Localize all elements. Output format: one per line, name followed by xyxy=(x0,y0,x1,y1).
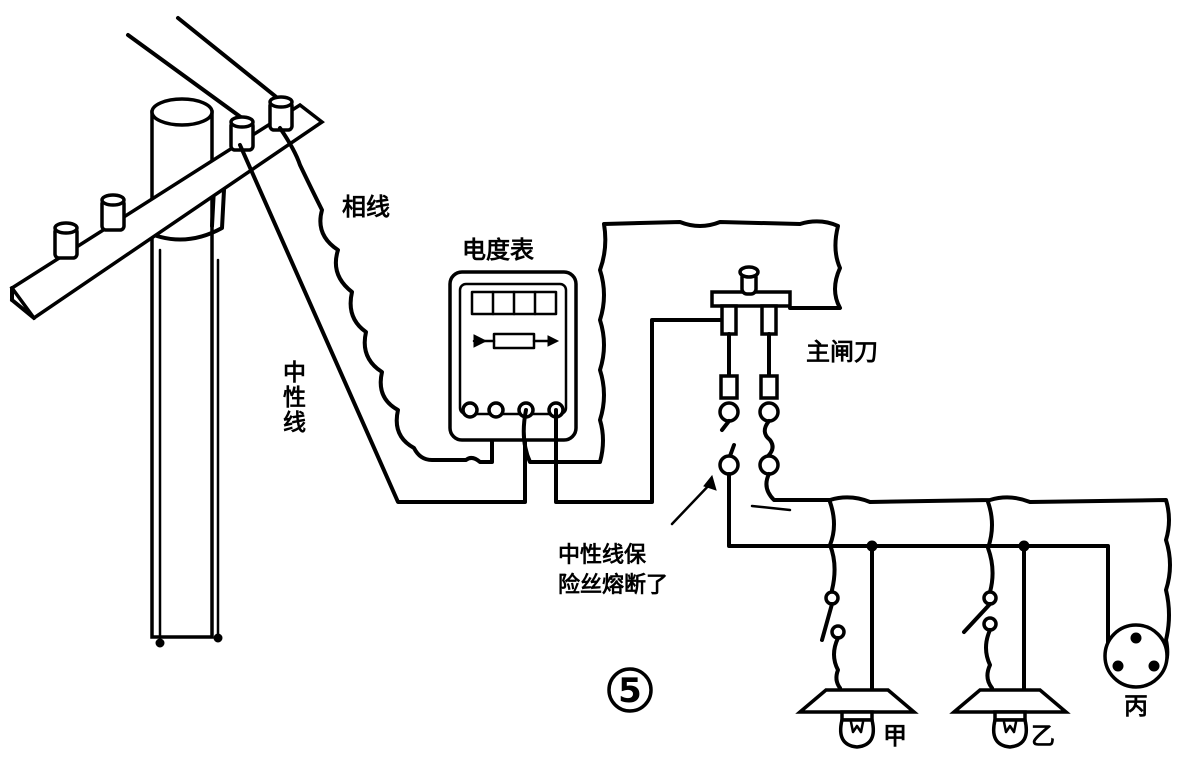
phase-wire xyxy=(278,126,494,464)
lamp-a-wire xyxy=(832,636,842,690)
phase-drop-lamp-a xyxy=(828,500,837,592)
meter-neutral-out xyxy=(554,318,722,504)
load-neutral-bus xyxy=(727,472,1110,647)
overhead-wire-1 xyxy=(126,33,244,120)
main-knife-switch xyxy=(710,265,792,423)
lamp-b-label: 乙 xyxy=(1031,722,1055,750)
figure-number-badge: 5 xyxy=(607,667,653,713)
insulator-1 xyxy=(53,221,79,260)
fuse-pointer xyxy=(670,480,714,526)
neutral-fuse-lower-terminal xyxy=(718,454,740,476)
socket-c-label: 丙 xyxy=(1124,692,1148,720)
lamp-b-wire xyxy=(984,628,994,690)
fuse-note-line-1: 中性线保 xyxy=(558,542,647,568)
lamp-b xyxy=(949,688,1071,749)
lamp-b-switch xyxy=(962,590,998,634)
lamp-a xyxy=(795,688,919,749)
socket-c xyxy=(1103,623,1169,689)
neutral-wire-label-char-1: 中 xyxy=(283,360,306,386)
insulator-4 xyxy=(268,95,294,132)
overhead-wire-2 xyxy=(176,16,282,102)
neutral-wire xyxy=(238,143,527,504)
load-phase-bus xyxy=(764,472,1172,670)
neutral-fuse-broken-top xyxy=(720,419,731,432)
phase-bus-tick xyxy=(750,504,792,512)
fuse-pointer-head xyxy=(703,474,717,491)
neutral-fuse-broken-bottom xyxy=(728,443,736,458)
lamp-a-label: 甲 xyxy=(883,722,907,750)
electricity-meter xyxy=(448,270,578,442)
meter-label: 电度表 xyxy=(462,236,535,264)
phase-drop-lamp-b xyxy=(986,500,995,594)
figure-number: 5 xyxy=(618,671,642,711)
phase-wire-label: 相线 xyxy=(342,193,390,221)
phase-fuse-lower-terminal xyxy=(758,454,780,476)
neutral-wire-label-char-2: 性 xyxy=(283,385,306,411)
neutral-wire-label-char-3: 线 xyxy=(283,409,306,436)
lamp-a-switch xyxy=(820,590,846,642)
insulator-2 xyxy=(100,193,126,232)
fuse-note-line-2: 险丝熔断了 xyxy=(558,572,668,598)
main-switch-label: 主闸刀 xyxy=(806,338,878,366)
meter-phase-out xyxy=(521,219,842,464)
phase-fuse xyxy=(762,419,775,458)
